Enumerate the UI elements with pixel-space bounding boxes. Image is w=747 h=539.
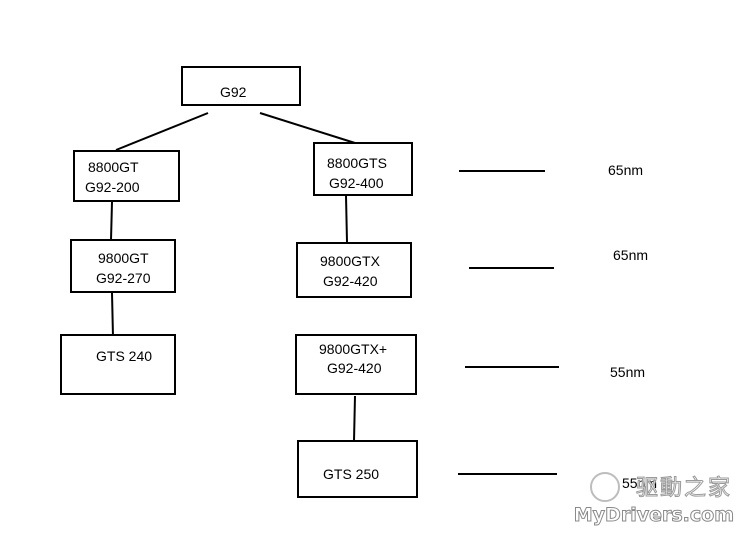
edge-8800gt-to-9800gt: [110, 201, 113, 241]
node-9800gt-code: G92-270: [96, 270, 151, 286]
edge-g92-to-8800gts: [259, 112, 356, 144]
process-label-4: 55nm: [622, 475, 658, 491]
watermark: 驱動之家 MyDrivers.com: [573, 468, 738, 530]
watermark-logo-icon: [590, 472, 620, 502]
node-9800gtxplus: 9800GTX+ G92-420: [295, 334, 417, 395]
edge-g92-to-8800gt: [115, 112, 209, 151]
node-g92-label: G92: [220, 84, 247, 100]
node-g92: G92: [181, 66, 301, 106]
node-gts240-name: GTS 240: [96, 348, 153, 364]
node-9800gtxplus-name: 9800GTX+: [319, 341, 388, 357]
node-8800gts: 8800GTS G92-400: [313, 142, 413, 196]
node-8800gt: 8800GT G92-200: [73, 150, 180, 202]
node-gts250: GTS 250: [297, 440, 418, 498]
node-9800gtx-name: 9800GTX: [320, 253, 380, 269]
edge-9800gt-to-gts240: [111, 292, 114, 338]
node-gts240: GTS 240: [60, 334, 176, 395]
edge-8800gts-to-9800gtx: [345, 195, 348, 243]
process-label-1: 65nm: [608, 162, 644, 178]
node-9800gt: 9800GT G92-270: [70, 239, 176, 293]
process-label-3: 55nm: [610, 364, 646, 380]
watermark-site-text: MyDrivers.com: [573, 504, 734, 527]
process-label-2: 65nm: [613, 247, 649, 263]
edge-9800gtxplus-to-gts250: [353, 395, 356, 442]
watermark-logo-text: 驱動之家: [635, 476, 732, 502]
node-8800gts-name: 8800GTS: [327, 155, 387, 171]
node-gts250-name: GTS 250: [323, 466, 380, 482]
node-9800gtx: 9800GTX G92-420: [296, 242, 412, 298]
node-8800gt-code: G92-200: [85, 179, 140, 195]
node-9800gt-name: 9800GT: [98, 250, 149, 266]
node-9800gtx-code: G92-420: [323, 273, 378, 289]
node-9800gtxplus-code: G92-420: [327, 360, 382, 376]
node-8800gt-name: 8800GT: [88, 159, 139, 175]
node-8800gts-code: G92-400: [329, 175, 384, 191]
